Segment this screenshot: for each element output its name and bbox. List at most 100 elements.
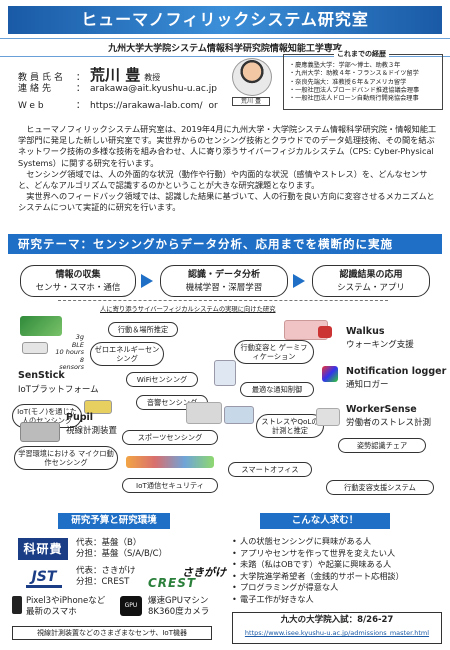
topic-posture: 姿勢認識チェア xyxy=(338,438,426,453)
senstick-board-image xyxy=(20,316,62,336)
faculty-photo xyxy=(232,58,272,96)
jst-lines: 代表：さきがけ 分担：CREST xyxy=(76,566,136,588)
contact-label: 連絡先 xyxy=(18,84,55,94)
topic-zero-energy: ゼロエネルギーセンシング xyxy=(90,342,164,366)
exam-box: 九大の大学院入試：8/26-27 https://www.isee.kyushu… xyxy=(232,612,442,644)
lab-title-banner: ヒューマノフィリックシステム研究室 xyxy=(8,6,442,34)
gpu-icon: GPU xyxy=(120,596,142,616)
crest-logo: CREST xyxy=(148,576,197,590)
kaken-lines: 代表：基盤（B） 分担：基盤（S/A/B/C） xyxy=(76,538,167,560)
flow-step-title: 認識・データ分析 xyxy=(187,270,260,280)
career-list: ・慶應義塾大学：学部～博士、助教３年 ・九州大学：助教４年・フランス＆ドイツ留学… xyxy=(289,62,437,103)
faculty-label: 教員氏名 xyxy=(18,73,67,83)
flow-step-title: 情報の収集 xyxy=(55,270,101,280)
wanted-item: 人の状態センシングに興味がある人 xyxy=(232,536,442,548)
sports-image xyxy=(186,402,222,424)
wanted-item: 電子工作が好きな人 xyxy=(232,594,442,606)
spec-item: 8 sensors xyxy=(59,355,84,371)
flow-step-collect: 情報の収集 センサ・スマホ・通信 xyxy=(20,265,136,297)
exam-title: 九大の大学院入試：8/26-27 xyxy=(280,615,394,625)
intro-paragraph: センシング領域では、人の外面的な状況（動作や行動）や内面的な状況（感情やストレス… xyxy=(18,168,428,191)
spec-item: 10 hours xyxy=(55,348,84,356)
kaken-line: 分担：基盤（S/A/B/C） xyxy=(76,549,168,559)
jst-line: 代表：さきがけ xyxy=(76,566,136,576)
kaken-logo: 科研費 xyxy=(18,538,68,560)
topic-sports: スポーツセンシング xyxy=(122,430,218,445)
faculty-name: 荒川 豊 xyxy=(90,66,141,84)
sensors-box: 視線計測装置などのさまざまなセンサ、IoT機器 xyxy=(12,626,212,640)
funding-heading: 研究予算と研究環境 xyxy=(58,513,170,529)
topic-learning: 学習環境における マイクロ動作センシング xyxy=(14,446,118,470)
career-item: ・九州大学：助教４年・フランス＆ドイツ留学 xyxy=(289,70,419,78)
walkus-name: Walkus xyxy=(346,326,385,337)
web-label: Web xyxy=(18,101,47,111)
smartphone-icon xyxy=(12,596,22,614)
arrow-right-icon xyxy=(141,274,153,288)
phones-text: Pixel3やiPhoneなど最新のスマホ xyxy=(26,596,106,617)
senstick-specs: 3g BLE 10 hours 8 sensors xyxy=(54,333,84,372)
notif-logger-subtitle: 通知ロガー xyxy=(346,380,389,390)
topic-wifi: WiFiセンシング xyxy=(126,372,198,387)
spec-item: BLE xyxy=(71,340,84,349)
iot-icons-strip xyxy=(126,456,214,468)
pupil-subtitle: 視線計測装置 xyxy=(66,426,118,436)
career-item: ・一般社団法人ブロードバンド推進協議会理事 xyxy=(289,86,420,94)
notif-logger-name: Notification logger xyxy=(346,366,447,377)
kaken-line: 代表：基盤（B） xyxy=(76,538,142,548)
intro-text: ヒューマノフィリックシステム研究室は、2019年4月に九州大学・大学院システム情… xyxy=(18,124,438,214)
web-row: Web ： https://arakawa-lab.com/ or xyxy=(18,98,218,115)
contact-row: 連絡先 ： arakawa@ait.kyushu-u.ac.jp xyxy=(18,81,218,98)
workersense-subtitle: 労働者のストレス計測 xyxy=(346,418,432,428)
jst-logo: JST xyxy=(26,566,62,588)
career-item: ・慶應義塾大学：学部～博士、助教３年 xyxy=(289,62,401,69)
career-item: ・奈良先端大：准教授６年＆アメリカ留学 xyxy=(289,78,407,86)
search-tag: 荒川 豊 xyxy=(232,97,270,106)
wanted-item: 未踏（私はOBです）や起業に興味ある人 xyxy=(232,559,442,571)
senstick-device-image xyxy=(22,342,48,354)
contact-email[interactable]: arakawa@ait.kyushu-u.ac.jp xyxy=(90,84,217,94)
exam-link[interactable]: https://www.isee.kyushu-u.ac.jp/admissio… xyxy=(244,629,430,637)
research-theme-heading: 研究テーマ：センシングからデータ分析、応用までを横断的に実施 xyxy=(8,234,442,254)
topic-behavior-support: 行動変容支援システム xyxy=(326,480,434,495)
web-or: or xyxy=(208,101,218,111)
wanted-list: 人の状態センシングに興味がある人 アプリやセンサを作って世界を変えたい人 未踏（… xyxy=(232,536,442,605)
walkus-app-icon xyxy=(318,326,332,338)
notification-logger-icon xyxy=(322,366,338,382)
career-item: ・一般社団法人ドローン自動飛行開発協会理事 xyxy=(289,95,419,103)
workersense-name: WorkerSense xyxy=(346,404,417,415)
topic-smart-office: スマートオフィス xyxy=(228,462,312,477)
pupil-name: Pupil xyxy=(66,412,94,423)
web-link[interactable]: https://arakawa-lab.com/ xyxy=(90,101,203,111)
faculty-title: 教授 xyxy=(144,73,161,82)
department-subtitle: 九州大学大学院システム情報科学研究院情報知能工学専攻 xyxy=(0,38,450,57)
cps-divider xyxy=(58,300,388,310)
career-title: これまでの経歴 xyxy=(334,50,389,59)
spec-item: 3g xyxy=(75,333,84,341)
flow-step-apply: 認識結果の応用 システム・アプリ xyxy=(312,265,430,297)
pupil-device-image xyxy=(20,422,60,442)
topic-notify-ctrl: 最適な通知制御 xyxy=(240,382,314,397)
senstick-name: SenStick xyxy=(18,370,65,381)
flow-step-analyze: 認識・データ分析 機械学習・深層学習 xyxy=(160,265,288,297)
jst-line: 分担：CREST xyxy=(76,577,130,587)
flow-step-sub: センサ・スマホ・通信 xyxy=(35,283,121,293)
colon: ： xyxy=(76,101,86,111)
wanted-heading: こんな人求む！ xyxy=(260,513,390,529)
flow-step-title: 認識結果の応用 xyxy=(339,270,403,280)
topic-behavior: 行動＆場所推定 xyxy=(108,322,178,337)
flow-step-sub: 機械学習・深層学習 xyxy=(185,283,263,293)
worker-image xyxy=(316,408,340,426)
senstick-subtitle: IoTプラットフォーム xyxy=(18,385,99,395)
iot-device-image xyxy=(84,400,112,414)
arrow-right-icon xyxy=(293,274,305,288)
gpu-text: 爆速GPUマシン 8K360度カメラ xyxy=(148,596,210,617)
wanted-item: プログラミングが得意な人 xyxy=(232,582,442,594)
intro-paragraph: ヒューマノフィリックシステム研究室は、2019年4月に九州大学・大学院システム情… xyxy=(18,124,437,168)
colon: ： xyxy=(76,84,86,94)
wanted-item: 大学院進学希望者（金銭的サポート応相談） xyxy=(232,571,442,583)
phone-screen-image xyxy=(214,360,236,386)
sakigake-logo: さきがけ xyxy=(182,566,226,579)
profile-block: 教員氏名 ： 荒川 豊 教授 連絡先 ： arakawa@ait.kyushu-… xyxy=(18,64,218,115)
flow-step-sub: システム・アプリ xyxy=(337,283,405,293)
topic-iot-security: IoT通信セキュリティ xyxy=(122,478,218,493)
